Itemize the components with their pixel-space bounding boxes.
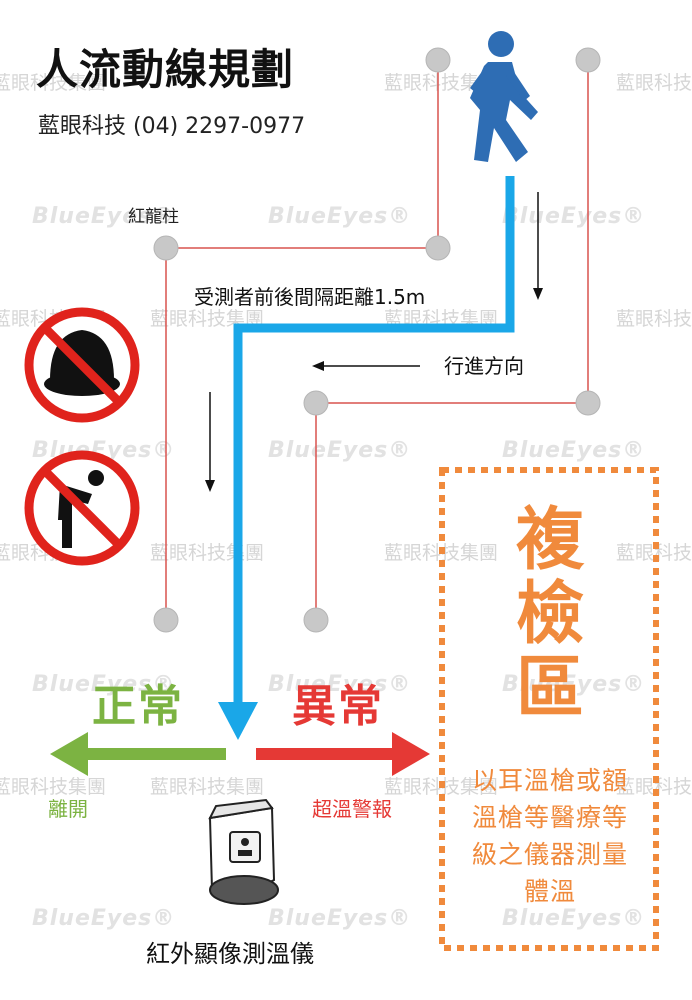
flow-path <box>233 176 515 706</box>
watermark-logo: BlueEyes® <box>32 204 176 229</box>
down-arrow-left <box>205 480 215 492</box>
watermark-logo: BlueEyes® <box>502 906 646 931</box>
page-title: 人流動線規劃 <box>36 45 295 94</box>
watermark-text: 藍眼科技集團 <box>616 542 692 564</box>
rope-lines <box>165 60 589 620</box>
recheck-zone-title: 複檢區 <box>515 501 584 728</box>
watermark-logo: BlueEyes® <box>502 438 646 463</box>
watermark-logo: BlueEyes® <box>268 906 412 931</box>
pillar-post <box>575 390 601 416</box>
normal-label: 正常 <box>92 681 184 732</box>
pillar-post <box>153 607 179 633</box>
watermark-logo: BlueEyes® <box>502 204 646 229</box>
pillar-post <box>425 47 451 73</box>
alarm-label: 超溫警報 <box>312 797 392 821</box>
pillar-post <box>425 235 451 261</box>
left-arrow <box>312 361 324 371</box>
no-hat-icon <box>24 307 140 423</box>
normal-arrow <box>50 732 226 776</box>
recheck-zone-note: 以耳溫槍或額溫槍等醫療等級之儀器測量體溫 <box>471 766 628 906</box>
pillar-label: 紅龍柱 <box>128 207 179 227</box>
watermark-logo: BlueEyes® <box>268 672 412 697</box>
walking-person-icon <box>470 31 538 162</box>
watermark-logo: BlueEyes® <box>268 204 412 229</box>
device-label: 紅外顯像測溫儀 <box>146 940 314 968</box>
direction-arrows <box>205 192 543 492</box>
pillar-post <box>303 390 329 416</box>
abnormal-arrow <box>256 732 430 776</box>
down-arrow-right <box>533 288 543 300</box>
abnormal-label: 異常 <box>292 681 384 732</box>
leave-label: 離開 <box>48 797 88 821</box>
watermark-text: 藍眼科技集團 <box>384 72 499 94</box>
watermark-text: 藍眼科技集團 <box>616 72 692 94</box>
spacing-note: 受測者前後間隔距離1.5m <box>194 285 426 309</box>
thermal-camera-icon <box>208 798 279 905</box>
watermark-text: 藍眼科技集團 <box>616 776 692 798</box>
direction-label: 行進方向 <box>444 354 524 378</box>
flow-path-arrowhead <box>218 702 258 740</box>
watermark-logo: BlueEyes® <box>268 438 412 463</box>
pillars <box>153 47 601 633</box>
watermark-text: 藍眼科技集團 <box>0 776 107 798</box>
watermark-text: 藍眼科技集團 <box>616 308 692 330</box>
watermark-text: 藍眼科技集團 <box>150 776 265 798</box>
company-contact: 藍眼科技 (04) 2297-0977 <box>38 114 306 139</box>
no-bending-icon <box>24 450 140 566</box>
pillar-post <box>575 47 601 73</box>
watermark-logo: BlueEyes® <box>502 672 646 697</box>
recheck-zone-border <box>439 467 659 951</box>
pillar-post <box>153 235 179 261</box>
watermark-logo: BlueEyes® <box>32 906 176 931</box>
watermark-logo: BlueEyes® <box>32 672 176 697</box>
watermark-text: 藍眼科技集團 <box>0 72 107 94</box>
pillar-post <box>303 607 329 633</box>
